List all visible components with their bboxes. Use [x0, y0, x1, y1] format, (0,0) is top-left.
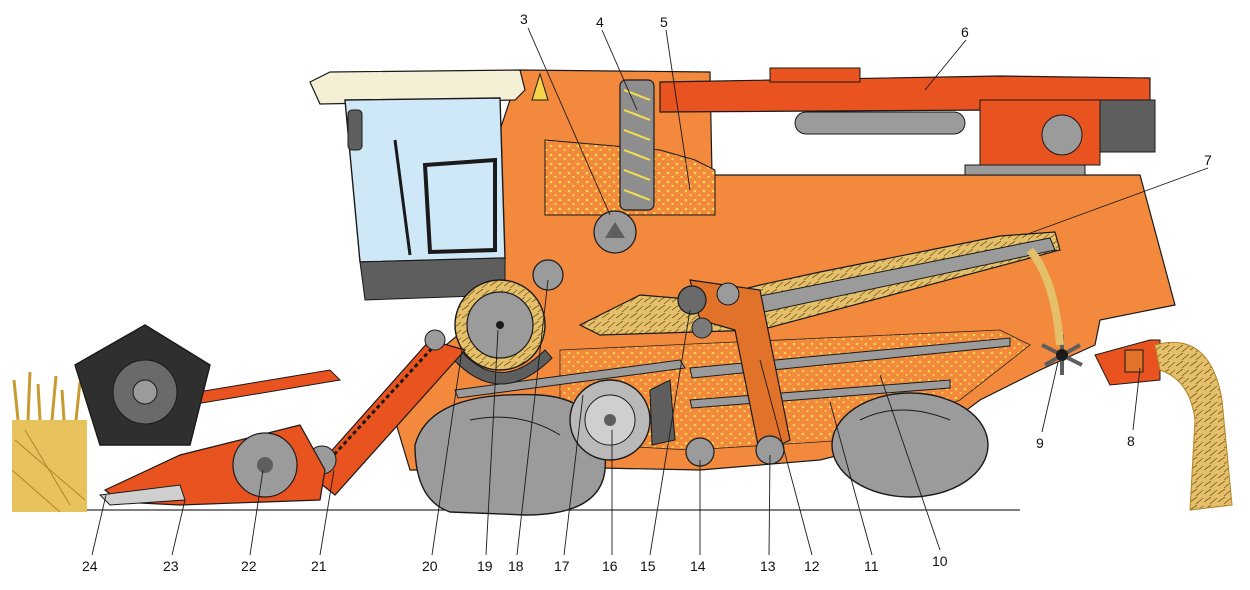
callout-6: 6: [961, 24, 969, 40]
cab: [309, 69, 549, 301]
callout-10: 10: [932, 553, 948, 569]
callout-numbers: 3 4 5 6 7 8 9 10 11 12 13 14 15 16 17 18…: [82, 11, 1212, 574]
callout-5: 5: [660, 14, 668, 30]
callout-24: 24: [82, 558, 98, 574]
callout-14: 14: [690, 558, 706, 574]
feeder-house: [309, 339, 467, 496]
concave: [451, 349, 553, 385]
beater: [677, 285, 707, 315]
callout-18: 18: [508, 558, 524, 574]
callout-16: 16: [602, 558, 618, 574]
grain-pan: [454, 359, 686, 399]
callout-15: 15: [640, 558, 656, 574]
callout-7: 7: [1204, 152, 1212, 168]
unloading-auger-and-engine: [659, 67, 1156, 176]
callout-13: 13: [760, 558, 776, 574]
callout-3: 3: [520, 11, 528, 27]
leader-lines: [91, 27, 1209, 556]
reel: [74, 324, 211, 446]
callout-12: 12: [804, 558, 820, 574]
front-wheel: [414, 393, 607, 516]
callout-4: 4: [596, 14, 604, 30]
callout-8: 8: [1127, 433, 1135, 449]
callout-17: 17: [554, 558, 570, 574]
callout-19: 19: [477, 558, 493, 574]
separator-beater: [532, 259, 564, 291]
callout-20: 20: [422, 558, 438, 574]
callout-11: 11: [864, 558, 879, 574]
standing-crop: [11, 371, 87, 513]
callout-21: 21: [311, 558, 327, 574]
discharged-straw: [1154, 341, 1233, 511]
callout-23: 23: [163, 558, 179, 574]
threshing-drum: [454, 279, 546, 371]
callout-9: 9: [1036, 435, 1044, 451]
callout-22: 22: [241, 558, 257, 574]
rear-wheel: [831, 392, 989, 498]
